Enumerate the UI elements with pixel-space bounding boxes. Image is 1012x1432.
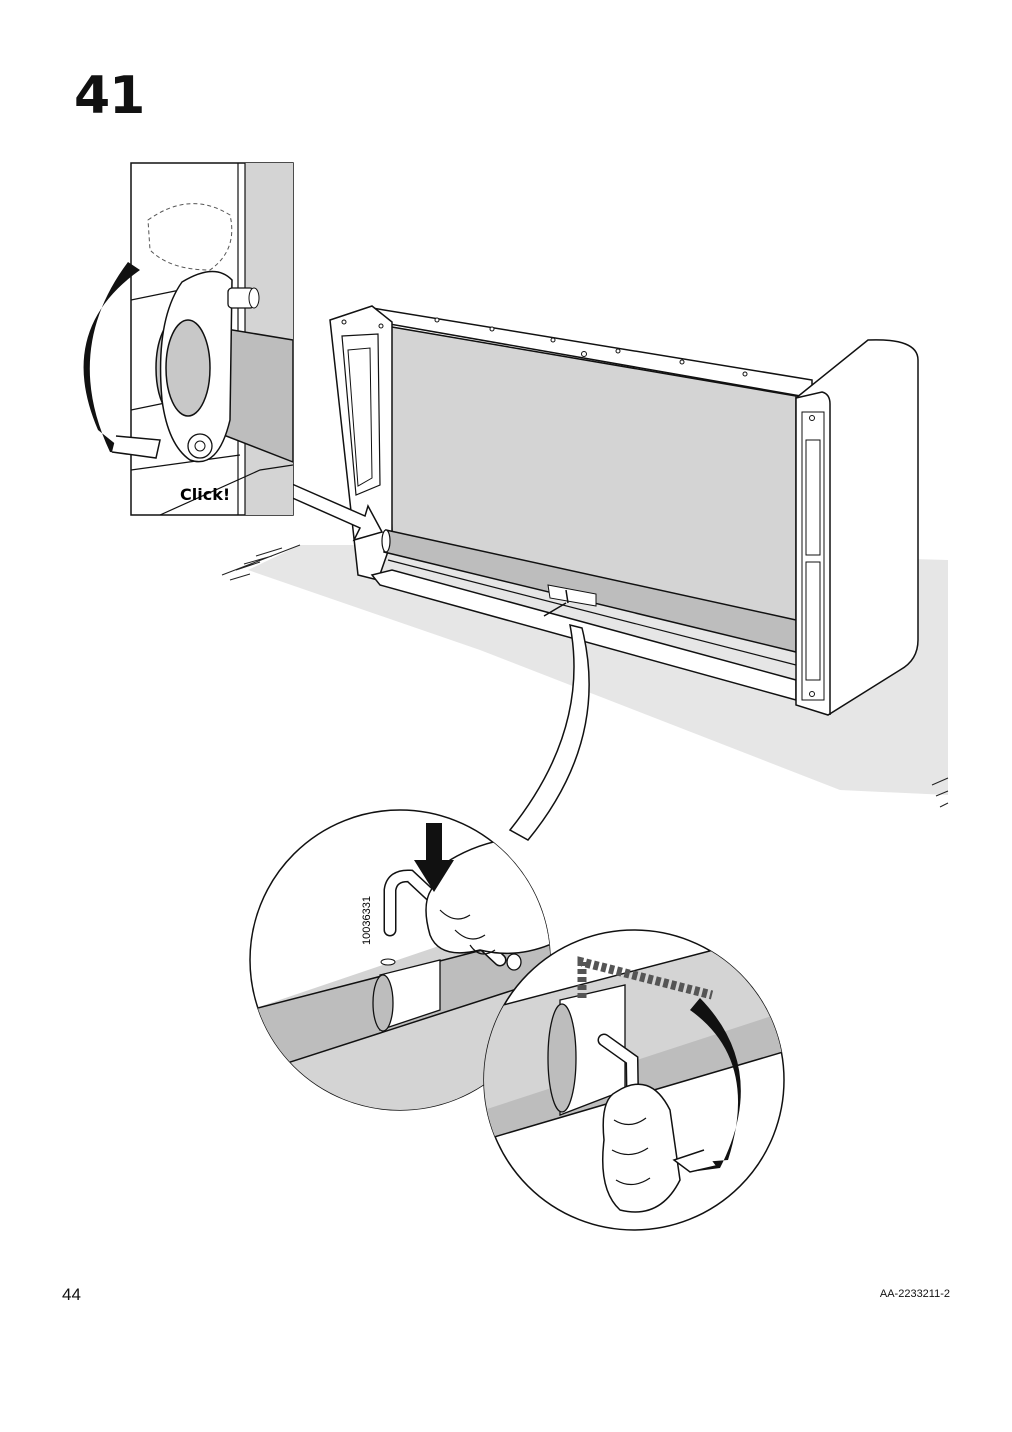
sofa-frame: [329, 305, 919, 716]
page-number: 44: [62, 1285, 81, 1304]
click-label: Click!: [180, 485, 230, 504]
connector-leader: [508, 623, 590, 841]
detail-callout: Click!: [83, 162, 294, 516]
closeup-turn-tool: [483, 929, 785, 1231]
pointer-arrow: [287, 482, 384, 542]
document-code: AA-2233211-2: [879, 1288, 950, 1300]
part-number-label: 10036331: [361, 896, 373, 945]
step-number: 41: [74, 66, 145, 126]
